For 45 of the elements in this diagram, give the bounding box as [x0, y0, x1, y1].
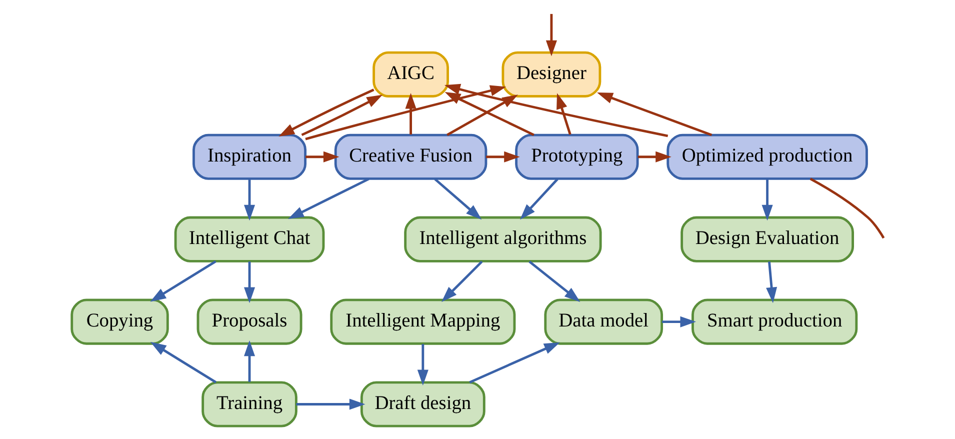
arrow: [468, 342, 560, 384]
arrow: [486, 151, 520, 162]
arrow: [444, 84, 668, 138]
arrow: [766, 261, 777, 304]
arrow: [287, 178, 369, 220]
arrow: [520, 178, 558, 220]
node-box: Training: [201, 381, 297, 428]
connector: [809, 178, 884, 239]
arrow: [434, 178, 482, 220]
arrow: [444, 92, 534, 136]
arrow: [404, 92, 416, 134]
node-box: Prototyping: [514, 134, 638, 180]
arrow: [150, 260, 216, 302]
arrow: [662, 316, 696, 328]
node-box: Designer: [501, 51, 601, 98]
node-box: Intelligent algorithms: [404, 216, 602, 262]
node-box: Smart production: [691, 298, 858, 345]
node-box: Draft design: [360, 381, 485, 428]
arrow: [243, 179, 255, 221]
arrow: [150, 342, 216, 384]
node-box: Creative Fusion: [334, 134, 487, 180]
node-box: Design Evaluation: [680, 216, 854, 262]
node-box: Intelligent Mapping: [330, 298, 516, 345]
node-box: Copying: [70, 298, 168, 345]
arrow: [556, 93, 571, 135]
arrow: [545, 14, 556, 56]
arrow: [440, 260, 482, 302]
arrow: [296, 398, 365, 410]
node-box: Optimized production: [666, 134, 868, 180]
arrow: [243, 340, 255, 382]
arrow: [278, 88, 374, 136]
arrow: [528, 260, 580, 302]
node-box: Proposals: [196, 298, 302, 345]
arrow: [637, 151, 671, 162]
arrow: [304, 85, 506, 140]
node-box: Data model: [544, 298, 663, 345]
arrow: [761, 179, 772, 221]
arrow: [416, 344, 428, 386]
arrow: [243, 262, 255, 304]
node-box: AIGC: [372, 51, 448, 98]
arrow: [305, 151, 339, 162]
arrow: [300, 94, 382, 136]
node-box: Inspiration: [192, 134, 306, 180]
arrow: [596, 92, 712, 136]
node-box: Intelligent Chat: [174, 216, 324, 262]
